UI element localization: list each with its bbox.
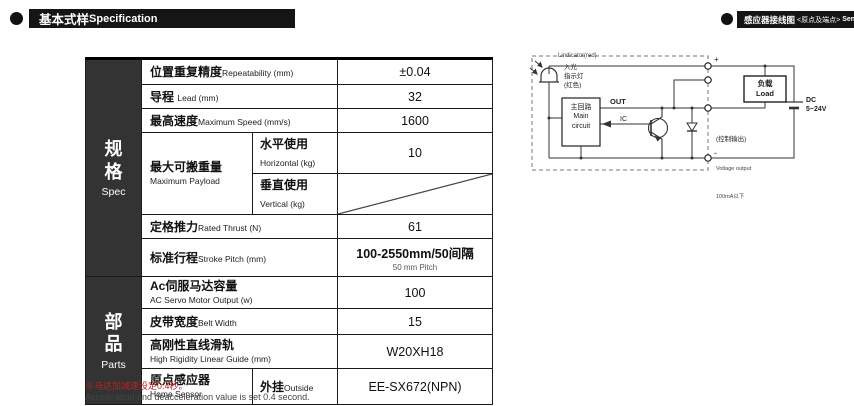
value-max-speed: 1600 (337, 108, 493, 133)
group-spec-en: Spec (101, 186, 126, 198)
label-max-speed: 最高速度Maximum Speed (mm/s) (141, 108, 338, 133)
main-circuit-label: 主回路 Main circuit (570, 104, 592, 130)
plus-terminal-label: + (714, 55, 719, 64)
right-header-cn: 感应器接线图 (744, 14, 796, 25)
terminal-out (704, 104, 712, 112)
table-row: 定格推力Rated Thrust (N) 61 (86, 214, 493, 239)
group-parts-cn: 部品 (104, 311, 123, 355)
label-rated-thrust: 定格推力Rated Thrust (N) (141, 214, 338, 239)
footnote: ※马达加减速设定0.4秒。 Acceleration and deacceler… (85, 381, 310, 404)
ic-arrow-icon (602, 120, 611, 128)
zener-diode-icon (686, 108, 698, 158)
indicator-label-en: Lindicator(red) (558, 53, 597, 59)
table-row: 标准行程Stroke Pitch (mm) 100-2550mm/50间隔 50… (86, 238, 493, 277)
label-horizontal: 水平使用Horizontal (kg) (252, 132, 338, 174)
sensor-outline (531, 55, 709, 171)
footnote-cn: ※马达加减速设定0.4秒。 (85, 381, 188, 391)
load-label: 负载 Load (756, 79, 774, 99)
group-cell-spec: 规格 Spec (85, 58, 142, 277)
dc-voltage-label: DC 5~24V (806, 97, 827, 114)
external-wires (711, 65, 795, 159)
value-lead: 32 (337, 84, 493, 109)
table-row: 皮带宽度Belt Width 15 (86, 308, 493, 335)
value-linear-guide: W20XH18 (337, 334, 493, 369)
sensor-layout-diagram: Lindicator(red) 入光 指示灯 (红色) 主回路 Main cir… (524, 46, 854, 200)
label-vertical: 垂直使用Vertical (kg) (252, 173, 338, 215)
lamp-icon (539, 67, 559, 83)
terminal-plus (704, 62, 712, 70)
terminal-0v (704, 154, 712, 162)
terminal-l (704, 76, 712, 84)
label-repeatability: 位置重复精度Repeatability (mm) (141, 58, 338, 85)
transistor-icon (647, 108, 669, 158)
group-cell-parts: 部品 Parts (85, 276, 142, 405)
label-stroke-pitch: 标准行程Stroke Pitch (mm) (141, 238, 338, 277)
label-lead: 导程 Lead (mm) (141, 84, 338, 109)
main-circuit-box (561, 97, 601, 147)
value-horizontal: 10 (337, 132, 493, 174)
value-repeatability: ±0.04 (337, 58, 493, 85)
spec-table: 规格 Spec 位置重复精度Repeatability (mm) ±0.04 导… (85, 57, 493, 405)
value-stroke-pitch: 100-2550mm/50间隔 50 mm Pitch (337, 238, 493, 277)
junction-dots (547, 64, 767, 160)
battery-icon (785, 101, 803, 110)
minus-terminal-label: - (714, 148, 717, 158)
out-label: OUT (610, 97, 626, 106)
diagonal-na-line (338, 174, 492, 214)
left-section-bullet-icon (10, 12, 23, 25)
value-rated-thrust: 61 (337, 214, 493, 239)
value-belt-width: 15 (337, 308, 493, 335)
group-spec-cn: 规格 (104, 139, 123, 182)
label-outside: 外挂Outside (252, 368, 338, 405)
group-parts-en: Parts (101, 358, 126, 371)
value-vertical-na (337, 173, 493, 215)
right-section-bullet-icon (721, 13, 733, 25)
footnote-en: Acceleration and deacceleration value is… (85, 392, 310, 403)
load-box (743, 75, 787, 103)
sensor-circuit-svg (529, 55, 803, 171)
light-arrows-icon (529, 60, 543, 75)
table-row: 垂直使用Vertical (kg) (86, 173, 493, 215)
right-header-mid: <原点及端点> (797, 16, 841, 24)
table-row: 导程 Lead (mm) 32 (86, 84, 493, 109)
left-header-en: Specification (89, 12, 158, 25)
table-row: 最高速度Maximum Speed (mm/s) 1600 (86, 108, 493, 133)
control-output-label: (控制输出) Voltage output 100mA以下 (716, 135, 752, 201)
right-header-en: Sensor Layout (842, 16, 854, 23)
indicator-label-cn: 入光 指示灯 (红色) (564, 64, 584, 89)
table-row: 规格 Spec 位置重复精度Repeatability (mm) ±0.04 (85, 58, 493, 277)
value-home-sensor: EE-SX672(NPN) (337, 368, 493, 405)
ic-label: IC (620, 116, 627, 123)
right-section-header: 感应器接线图<原点及端点>Sensor Layout (737, 11, 854, 28)
value-servo-output: 100 (337, 276, 493, 309)
label-belt-width: 皮带宽度Belt Width (141, 308, 338, 335)
left-header-cn: 基本式样 (39, 13, 90, 27)
terminals (704, 62, 712, 162)
